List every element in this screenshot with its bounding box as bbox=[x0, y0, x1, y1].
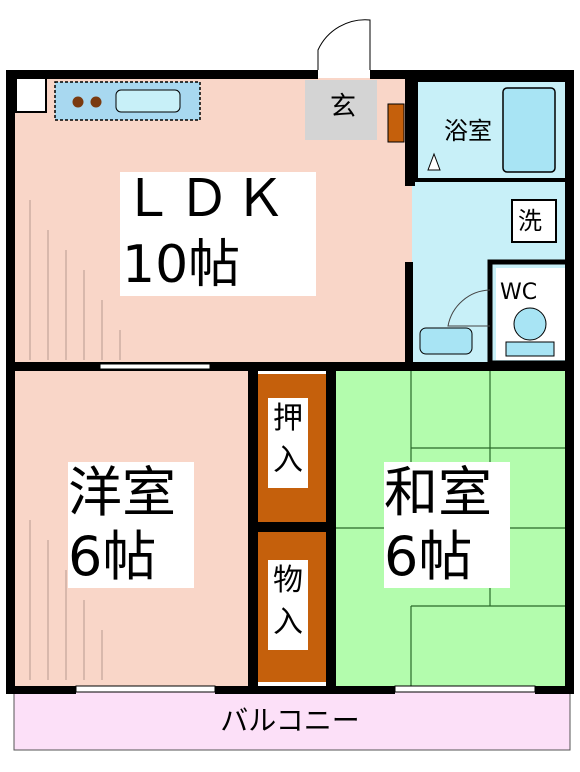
entrance-floor bbox=[305, 80, 377, 140]
balcony bbox=[13, 691, 571, 751]
walls bbox=[6, 70, 574, 694]
japanese-size: 6帖 bbox=[384, 525, 473, 588]
flooring-lines bbox=[29, 200, 121, 680]
wash-basin bbox=[419, 327, 473, 355]
ldk-label-box bbox=[120, 172, 316, 296]
entrance-door-swing bbox=[317, 19, 371, 70]
bath-label: 浴室 bbox=[444, 116, 492, 146]
fridge-space bbox=[15, 77, 47, 113]
washer-label: 洗 bbox=[518, 207, 542, 235]
sashes bbox=[75, 363, 536, 693]
ldk-size: 10帖 bbox=[122, 235, 241, 295]
wc-door-swing bbox=[447, 289, 491, 327]
japanese-name: 和室 bbox=[384, 461, 492, 524]
balcony-label: バルコニー bbox=[220, 704, 360, 737]
stove-burner-2 bbox=[90, 96, 102, 108]
kitchen-sink bbox=[115, 89, 181, 113]
japanese-label-box bbox=[384, 462, 510, 588]
bathtub bbox=[502, 87, 556, 173]
closet-upper-label: 押 入 bbox=[268, 398, 308, 488]
western-size: 6帖 bbox=[68, 525, 157, 588]
closet-lower-char-1: 物 bbox=[273, 563, 303, 598]
western-label-box bbox=[68, 462, 194, 588]
stove-burner-1 bbox=[72, 96, 84, 108]
washer-box bbox=[511, 199, 557, 243]
entrance-label: 玄 bbox=[330, 92, 357, 122]
toilet-bowl bbox=[513, 307, 547, 341]
shoe-box bbox=[387, 103, 405, 143]
closet-upper-char-1: 押 bbox=[273, 401, 303, 436]
wc-label: WC bbox=[500, 280, 538, 306]
closet-lower-char-2: 入 bbox=[273, 605, 303, 640]
closet-lower-label: 物 入 bbox=[268, 560, 308, 650]
bath-drain-mark bbox=[427, 152, 441, 171]
ldk-name: ＬＤＫ bbox=[122, 169, 291, 229]
closet-upper-char-2: 入 bbox=[273, 443, 303, 478]
western-name: 洋室 bbox=[68, 461, 176, 524]
toilet-tank bbox=[505, 341, 555, 357]
